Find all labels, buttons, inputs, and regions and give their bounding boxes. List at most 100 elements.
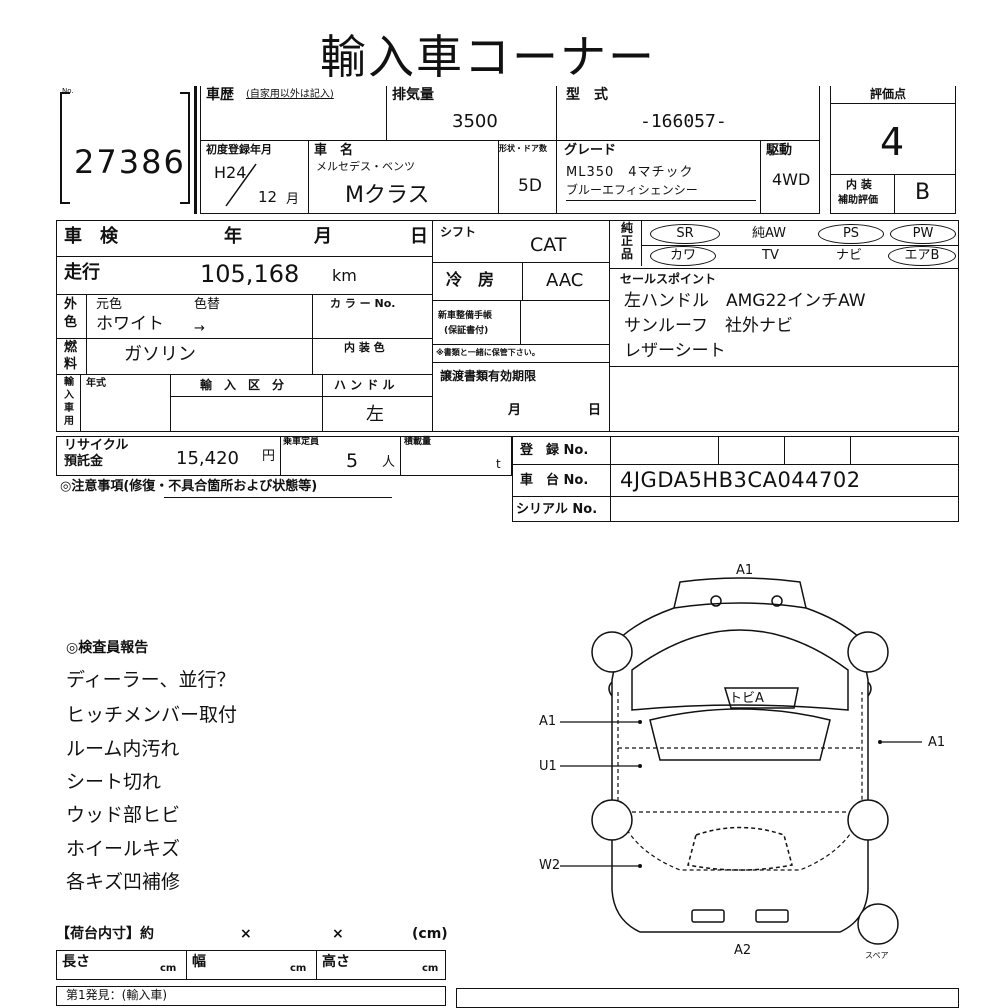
- divider: [610, 436, 611, 522]
- inspection-day-unit: 日: [410, 226, 428, 247]
- cargo-height-label: 高さ: [322, 954, 350, 970]
- recycle-label-2: 預託金: [64, 454, 104, 469]
- cargo-table: [56, 950, 446, 980]
- genuine-label-1: 純: [621, 221, 634, 235]
- divider: [566, 200, 756, 201]
- interior-color-label: 内 装 色: [344, 341, 385, 354]
- equipment-pw: PW: [890, 224, 956, 244]
- damage-left-1: A1: [539, 714, 557, 729]
- divider: [522, 262, 523, 300]
- fuel-label-1: 燃: [64, 340, 78, 355]
- first-owner: 第1発見：(輸入車): [66, 988, 167, 1002]
- model-label: 型 式: [566, 87, 608, 103]
- color-value: ホワイト: [96, 314, 164, 334]
- handle-value: 左: [366, 404, 384, 425]
- mileage-value: 105,168: [200, 260, 300, 288]
- divider: [556, 86, 557, 214]
- drive-label: 駆動: [766, 143, 793, 158]
- middle-grid-right: [609, 220, 959, 432]
- divider: [432, 362, 610, 363]
- recycle-fee: 15,420: [176, 448, 239, 469]
- cargo-length-label: 長さ: [62, 954, 90, 970]
- report-line: 各キズ凹補修: [66, 871, 181, 893]
- capacity-label: 乗車定員: [283, 437, 320, 447]
- bottom-right-box: [456, 988, 959, 1008]
- report-line: シート切れ: [66, 771, 162, 793]
- divider: [512, 496, 959, 497]
- sales-point-3: レザーシート: [624, 341, 726, 361]
- cargo-height-unit: cm: [422, 963, 439, 974]
- notes-title: ◎注意事項(修復・不具合箇所および状態等): [60, 479, 318, 494]
- divider: [56, 256, 433, 257]
- divider: [400, 436, 401, 476]
- car-diagram: [560, 577, 922, 945]
- transfer-doc-label: 譲渡書類有効期限: [440, 369, 537, 383]
- cargo-title: 【荷台内寸】約: [56, 926, 154, 942]
- inspection-month-unit: 月: [314, 226, 332, 247]
- history-note: (自家用以外は記入): [246, 89, 334, 100]
- grade-line2: ブルーエフィシェンシー: [566, 183, 698, 197]
- divider: [641, 245, 959, 246]
- displacement-label: 排気量: [392, 87, 434, 103]
- cargo-times: ×: [240, 926, 252, 942]
- interior-score-box: [830, 174, 956, 214]
- cargo-width-unit: cm: [290, 963, 307, 974]
- mileage-label: 走行: [64, 262, 100, 283]
- divider: [322, 374, 323, 432]
- divider: [170, 374, 171, 432]
- lot-bracket-left: [60, 92, 70, 204]
- genuine-label-2: 正: [621, 234, 634, 248]
- equipment-leather: カワ: [650, 246, 716, 266]
- divider: [641, 220, 642, 266]
- lot-bracket-right: [180, 92, 190, 204]
- divider: [280, 436, 281, 476]
- divider: [498, 140, 499, 214]
- score-value: 4: [880, 120, 905, 164]
- drive-value: 4WD: [772, 170, 811, 189]
- divider: [86, 338, 87, 374]
- transfer-day-unit: 日: [588, 403, 602, 418]
- equipment-genuine-aw: 純AW: [752, 226, 787, 241]
- damage-top: A1: [736, 563, 754, 578]
- damage-roof: トビA: [729, 691, 764, 706]
- no-label: No.: [62, 87, 74, 95]
- fuel-label-2: 料: [64, 357, 78, 372]
- cargo-times: ×: [332, 926, 344, 942]
- color-arrow: →: [194, 321, 205, 336]
- import-label-4: 用: [64, 416, 74, 427]
- first-reg-month-unit: 月: [286, 192, 300, 207]
- original-color-label: 元色: [96, 297, 123, 312]
- handle-label: ハ ン ド ル: [334, 378, 395, 392]
- chassis-label: 車 台 No.: [520, 473, 589, 488]
- load-label: 積載量: [404, 437, 432, 447]
- divider: [718, 436, 719, 464]
- import-label-3: 車: [64, 403, 74, 414]
- divider: [56, 338, 433, 339]
- divider: [432, 344, 610, 345]
- divider: [312, 338, 313, 374]
- maintenance-note: ※書類と一緒に保管下さい。: [436, 348, 540, 357]
- divider: [170, 396, 432, 397]
- import-label-2: 入: [64, 390, 74, 401]
- color-change-label: 色替: [194, 297, 221, 312]
- maintenance-label-2: (保証書付): [444, 326, 489, 336]
- equipment-sr: SR: [650, 224, 720, 244]
- divider: [316, 950, 317, 980]
- inspection-year-unit: 年: [224, 226, 242, 247]
- divider: [760, 140, 761, 214]
- ac-value: AAC: [546, 270, 584, 291]
- car-name: Mクラス: [345, 183, 430, 208]
- divider: [56, 374, 433, 375]
- divider: [86, 294, 87, 338]
- load-unit: t: [496, 457, 501, 471]
- genuine-label-3: 品: [621, 247, 634, 261]
- color-no-label: カ ラ ー No.: [330, 297, 396, 310]
- spare-label: スペア: [865, 951, 889, 960]
- report-title: ◎検査員報告: [66, 640, 149, 656]
- capacity-value: 5: [346, 450, 359, 472]
- damage-left-3: W2: [539, 858, 561, 873]
- sales-point-2: サンルーフ 社外ナビ: [624, 316, 793, 336]
- inspection-label: 車 検: [64, 226, 118, 247]
- lot-number: 27386: [74, 143, 186, 181]
- import-type-label: 輸 入 区 分: [200, 378, 285, 392]
